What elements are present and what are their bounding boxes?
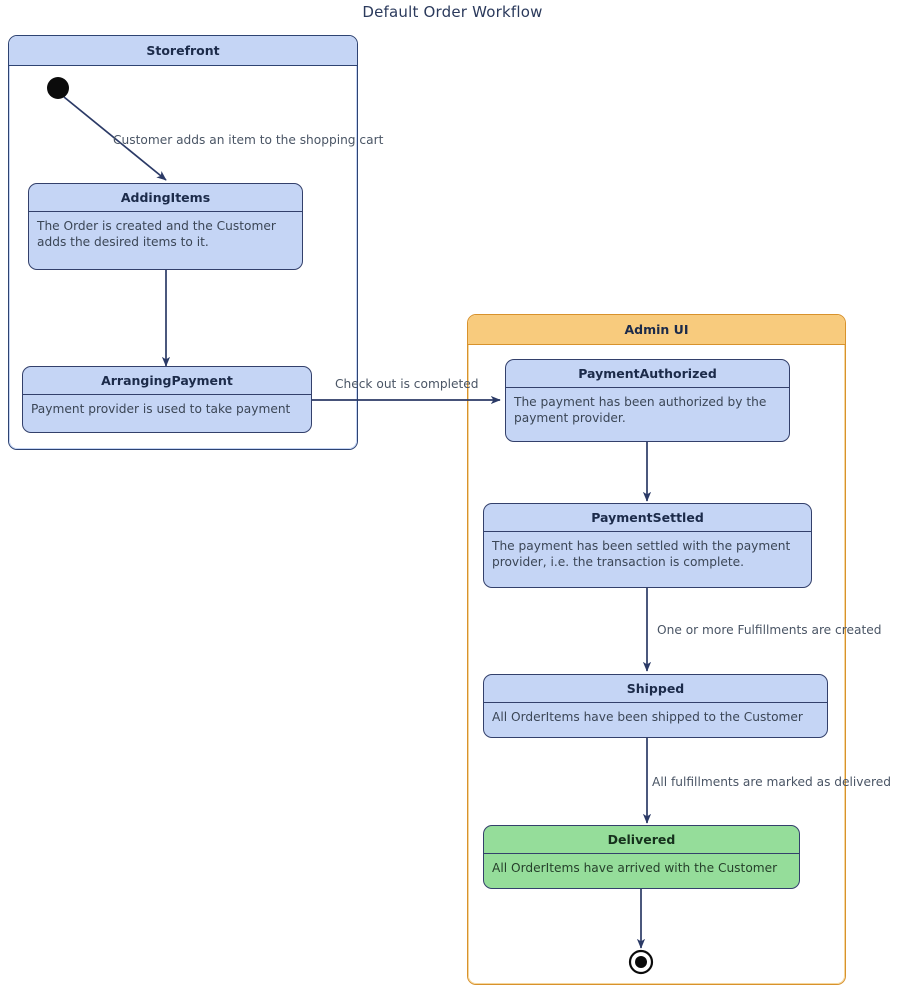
state-node-shipped[interactable]: Shipped All OrderItems have been shipped… (483, 674, 828, 738)
container-storefront-label: Storefront (9, 36, 357, 66)
state-name-payment-authorized: PaymentAuthorized (578, 366, 717, 381)
state-node-adding-items[interactable]: AddingItems The Order is created and the… (28, 183, 303, 270)
state-description-payment-authorized: The payment has been authorized by the p… (506, 387, 789, 431)
state-description-shipped: All OrderItems have been shipped to the … (484, 702, 827, 730)
edge-label-check-out-completed: Check out is completed (335, 377, 479, 391)
initial-state-marker (47, 77, 69, 99)
state-description-adding-items: The Order is created and the Customer ad… (29, 211, 302, 255)
state-description-delivered: All OrderItems have arrived with the Cus… (484, 853, 799, 881)
final-state-marker (628, 949, 654, 975)
diagram-title: Default Order Workflow (362, 3, 543, 21)
state-node-payment-settled[interactable]: PaymentSettled The payment has been sett… (483, 503, 812, 588)
edge-label-marked-as-delivered: All fulfillments are marked as delivered (652, 775, 891, 789)
state-name-adding-items: AddingItems (120, 190, 211, 205)
state-name-delivered: Delivered (607, 832, 676, 847)
state-description-payment-settled: The payment has been settled with the pa… (484, 531, 811, 575)
state-name-arranging-payment: ArrangingPayment (101, 373, 233, 388)
state-name-payment-settled: PaymentSettled (591, 510, 704, 525)
state-node-payment-authorized[interactable]: PaymentAuthorized The payment has been a… (505, 359, 790, 442)
state-node-arranging-payment[interactable]: ArrangingPayment Payment provider is use… (22, 366, 312, 433)
edge-label-customer-adds-item: Customer adds an item to the shopping ca… (113, 133, 384, 147)
container-admin-ui-label: Admin UI (468, 315, 845, 345)
edge-label-fulfillments-created: One or more Fulfillments are created (657, 623, 882, 637)
edge-initial-to-adding-items (63, 96, 167, 181)
state-description-arranging-payment: Payment provider is used to take payment (23, 394, 311, 422)
state-node-delivered[interactable]: Delivered All OrderItems have arrived wi… (483, 825, 800, 889)
state-name-shipped: Shipped (626, 681, 685, 696)
